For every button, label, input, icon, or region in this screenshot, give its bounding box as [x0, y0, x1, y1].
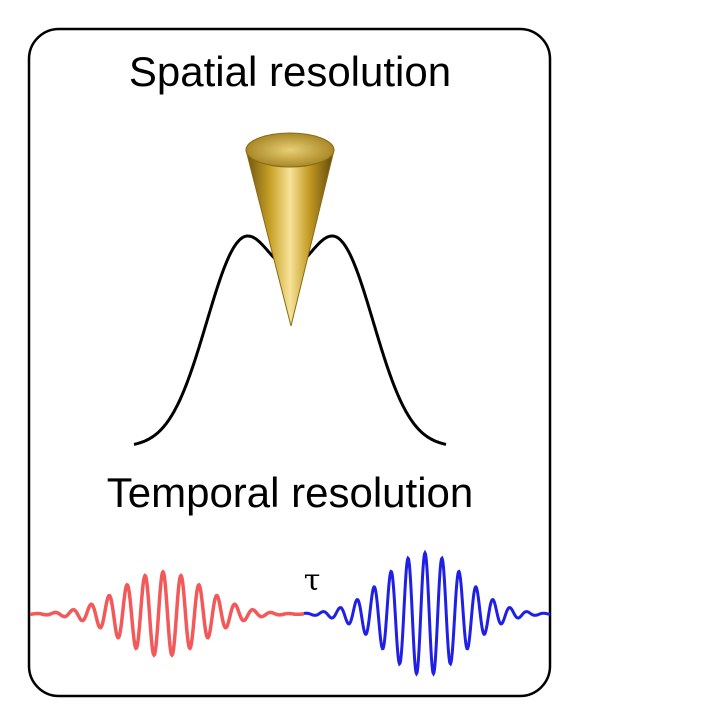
blue-wave-packet [303, 549, 551, 677]
frame-border [27, 27, 552, 698]
probe-tip-icon [245, 132, 335, 327]
red-wave-packet [30, 569, 304, 658]
delay-tau-symbol: τ [304, 563, 321, 598]
spatial-resolution-label: Spatial resolution [129, 48, 451, 95]
temporal-resolution-label: Temporal resolution [107, 469, 474, 516]
